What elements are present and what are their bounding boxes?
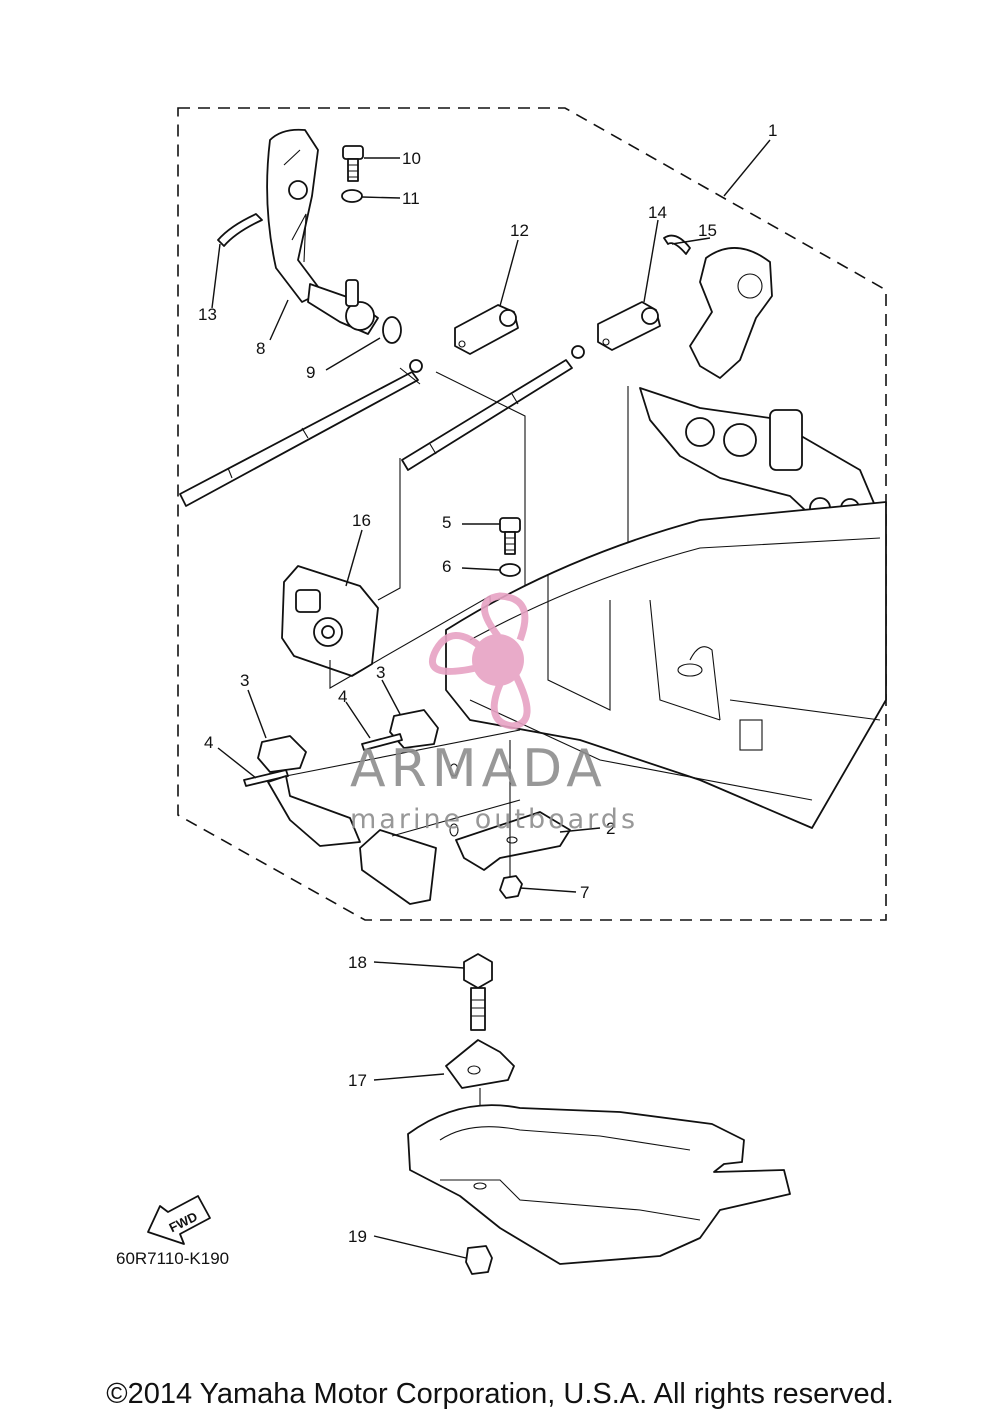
part-clip-15[interactable] xyxy=(663,234,691,255)
throttle-lever xyxy=(689,247,773,379)
armada-logo-icon xyxy=(428,592,531,730)
part-bolt-18[interactable] xyxy=(463,953,493,1031)
part-bracket-3-left[interactable] xyxy=(257,735,307,773)
watermark-tagline: marine outboards xyxy=(350,804,638,835)
callout-13: 13 xyxy=(198,305,217,324)
part-plate-2[interactable] xyxy=(455,811,571,871)
cable-plate-left xyxy=(267,775,361,847)
callout-17: 17 xyxy=(348,1071,367,1090)
callout-leaders xyxy=(211,139,771,1259)
shift-cable xyxy=(179,371,419,507)
callout-7: 7 xyxy=(580,883,589,902)
callout-2: 2 xyxy=(606,819,615,838)
part-washer-6[interactable] xyxy=(499,563,521,577)
part-nut-7[interactable] xyxy=(499,875,523,899)
callout-4-left: 4 xyxy=(204,733,213,752)
callout-18: 18 xyxy=(348,953,367,972)
part-housing-16[interactable] xyxy=(281,565,379,677)
callout-8: 8 xyxy=(256,339,265,358)
part-washer-11[interactable] xyxy=(341,189,363,203)
carburetor-linkage xyxy=(639,387,877,531)
callout-11: 11 xyxy=(402,189,420,208)
callout-1: 1 xyxy=(768,121,777,140)
callout-6: 6 xyxy=(442,557,451,576)
watermark-brand: ARMADA xyxy=(350,739,607,799)
callout-14: 14 xyxy=(648,203,667,222)
callout-16: 16 xyxy=(352,511,371,530)
callout-3-right: 3 xyxy=(376,663,385,682)
part-cable-joint-12[interactable] xyxy=(454,304,519,355)
callout-9: 9 xyxy=(306,363,315,382)
part-shift-lever[interactable] xyxy=(266,128,379,335)
throttle-cable xyxy=(401,359,573,471)
mount-bracket xyxy=(407,1104,791,1265)
armada-watermark: ARMADA marine outboards xyxy=(350,592,638,835)
callout-15: 15 xyxy=(698,221,717,240)
part-o-ring-9[interactable] xyxy=(382,316,402,344)
part-plate-17[interactable] xyxy=(445,1039,515,1089)
copyright-notice: ©2014 Yamaha Motor Corporation, U.S.A. A… xyxy=(106,1378,894,1410)
callout-19: 19 xyxy=(348,1227,367,1246)
callout-5: 5 xyxy=(442,513,451,532)
callout-4-right: 4 xyxy=(338,687,347,706)
fwd-arrow-icon: FWD xyxy=(147,1195,211,1245)
part-pin-4-right[interactable] xyxy=(361,733,403,751)
drawing-code: 60R7110-K190 xyxy=(116,1249,229,1268)
part-bolt-5[interactable] xyxy=(499,517,521,555)
callout-10: 10 xyxy=(402,149,421,168)
callout-12: 12 xyxy=(510,221,529,240)
part-bolt-10[interactable] xyxy=(342,145,364,182)
part-cable-joint-14[interactable] xyxy=(597,301,661,351)
bottom-cowling xyxy=(445,501,887,829)
callout-3-left: 3 xyxy=(240,671,249,690)
assembly-boundary xyxy=(177,107,887,921)
part-nut-19[interactable] xyxy=(465,1245,493,1275)
part-cotter-pin-13[interactable] xyxy=(217,213,263,247)
cable-plate-right xyxy=(359,829,437,905)
